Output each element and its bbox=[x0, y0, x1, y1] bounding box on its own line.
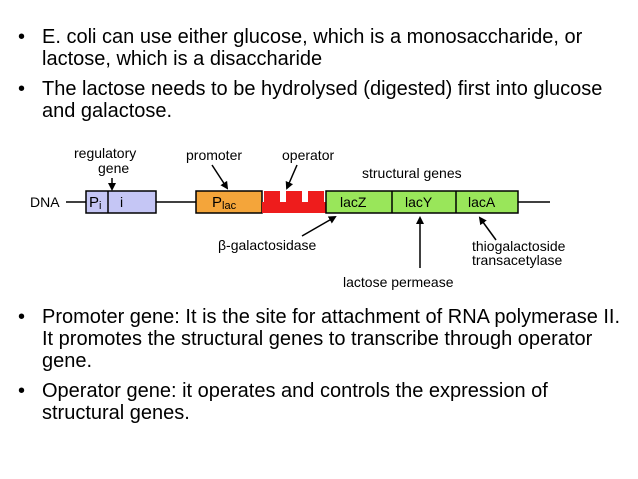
plac-sub: lac bbox=[222, 200, 237, 212]
regulatory-gene-label-line1: regulatory bbox=[74, 145, 136, 161]
bullet-item: • Operator gene: it operates and control… bbox=[16, 380, 626, 424]
regulatory-gene-box bbox=[85, 190, 157, 214]
dna-label: DNA bbox=[30, 194, 60, 210]
bullet-text: E. coli can use either glucose, which is… bbox=[42, 26, 583, 70]
bullet-dot: • bbox=[18, 306, 26, 328]
bullet-dot: • bbox=[18, 78, 26, 100]
thiogal-arrow bbox=[478, 216, 497, 241]
bullet-text: Promoter gene: It is the site for attach… bbox=[42, 306, 621, 372]
operator-arrow bbox=[285, 164, 298, 190]
laca-label: lacA bbox=[468, 194, 496, 210]
bullet-item: • Promoter gene: It is the site for atta… bbox=[16, 306, 626, 372]
beta-gal-label: β-galactosidase bbox=[218, 237, 317, 253]
bottom-bullet-list: • Promoter gene: It is the site for atta… bbox=[16, 306, 626, 432]
pi-label: Pi bbox=[89, 194, 101, 212]
plac-main: P bbox=[212, 194, 222, 211]
thiogal-label-line1: thiogalactoside bbox=[472, 238, 566, 254]
bullet-dot: • bbox=[18, 380, 26, 402]
bullet-dot: • bbox=[18, 26, 26, 48]
operator-base bbox=[262, 202, 326, 213]
bullet-item: • The lactose needs to be hydrolysed (di… bbox=[16, 78, 626, 122]
operator-bump-2 bbox=[286, 191, 302, 203]
thiogal-label-line2: transacetylase bbox=[472, 252, 562, 268]
lacz-label: lacZ bbox=[340, 194, 367, 210]
promoter-label: promoter bbox=[186, 147, 242, 163]
plac-label: Plac bbox=[212, 194, 237, 212]
beta-gal-arrow bbox=[301, 216, 337, 237]
promoter-arrow bbox=[211, 164, 229, 190]
pi-sub: i bbox=[99, 200, 101, 212]
structural-genes-box bbox=[325, 190, 519, 214]
bullet-text: Operator gene: it operates and controls … bbox=[42, 380, 548, 424]
pi-main: P bbox=[89, 194, 99, 211]
top-bullet-list: • E. coli can use either glucose, which … bbox=[16, 26, 626, 130]
permease-label: lactose permease bbox=[343, 274, 454, 290]
lacy-label: lacY bbox=[405, 194, 433, 210]
operator-bump-1 bbox=[264, 191, 280, 203]
i-label: i bbox=[120, 194, 123, 210]
operator-label: operator bbox=[282, 147, 334, 163]
lac-operon-diagram: DNA Pi i Plac lacZ lacY lacA regulatory … bbox=[30, 145, 566, 290]
bullet-text: The lactose needs to be hydrolysed (dige… bbox=[42, 78, 603, 122]
operator-bump-3 bbox=[308, 191, 324, 203]
regulatory-gene-label-line2: gene bbox=[98, 160, 129, 176]
bullet-item: • E. coli can use either glucose, which … bbox=[16, 26, 626, 70]
structural-genes-label: structural genes bbox=[362, 165, 462, 181]
